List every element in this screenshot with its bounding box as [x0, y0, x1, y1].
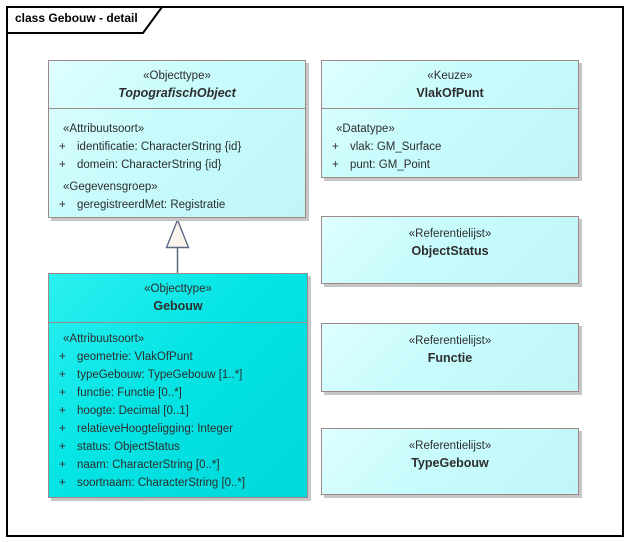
- class-functie[interactable]: «Referentielijst» Functie: [321, 323, 579, 392]
- class-name: TopografischObject: [118, 86, 236, 100]
- visibility-plus-icon: +: [59, 141, 66, 153]
- visibility-plus-icon: +: [59, 441, 66, 453]
- class-typegebouw[interactable]: «Referentielijst» TypeGebouw: [321, 428, 579, 495]
- attribute-row[interactable]: + geometrie: VlakOfPunt: [49, 348, 307, 366]
- attribute-group-label: «Datatype»: [336, 123, 395, 135]
- visibility-plus-icon: +: [59, 351, 66, 363]
- attribute-row[interactable]: + identificatie: CharacterString {id}: [49, 138, 305, 156]
- class-objectstatus[interactable]: «Referentielijst» ObjectStatus: [321, 216, 579, 284]
- attribute-row[interactable]: + status: ObjectStatus: [49, 438, 307, 456]
- attribute-group-label: «Attribuutsoort»: [63, 123, 145, 135]
- attribute-group-label: «Attribuutsoort»: [63, 333, 145, 345]
- attribute-row[interactable]: + naam: CharacterString [0..*]: [49, 456, 307, 474]
- visibility-plus-icon: +: [59, 387, 66, 399]
- class-header: «Objecttype» Gebouw: [49, 274, 307, 323]
- attribute-row[interactable]: + geregistreerdMet: Registratie: [49, 196, 305, 214]
- visibility-plus-icon: +: [59, 405, 66, 417]
- class-name: Gebouw: [153, 299, 203, 313]
- attribute-row[interactable]: + domein: CharacterString {id}: [49, 156, 305, 174]
- class-name: Functie: [427, 351, 473, 365]
- frame-tab-shape: [6, 6, 164, 34]
- class-name: VlakOfPunt: [416, 86, 484, 100]
- attribute-group-label: «Gegevensgroep»: [63, 181, 158, 193]
- class-stereotype: «Objecttype»: [144, 283, 212, 295]
- class-topografischobject[interactable]: «Objecttype» TopografischObject «Attribu…: [48, 60, 306, 218]
- visibility-plus-icon: +: [59, 369, 66, 381]
- generalization-arrow[interactable]: [160, 218, 196, 274]
- diagram-title: class Gebouw - detail: [15, 11, 138, 25]
- generalization-triangle-icon: [165, 218, 190, 249]
- class-header: «Objecttype» TopografischObject: [49, 61, 305, 109]
- class-name: ObjectStatus: [411, 244, 489, 258]
- attribute-row[interactable]: + functie: Functie [0..*]: [49, 384, 307, 402]
- attribute-row[interactable]: + typeGebouw: TypeGebouw [1..*]: [49, 366, 307, 384]
- class-stereotype: «Keuze»: [427, 70, 473, 82]
- class-stereotype: «Referentielijst»: [408, 228, 492, 240]
- visibility-plus-icon: +: [59, 423, 66, 435]
- attributes-compartment: «Datatype» + vlak: GM_Surface + punt: GM…: [322, 109, 578, 174]
- attribute-row[interactable]: + punt: GM_Point: [322, 156, 578, 174]
- attribute-row[interactable]: + hoogte: Decimal [0..1]: [49, 402, 307, 420]
- attributes-compartment: «Attribuutsoort» + geometrie: VlakOfPunt…: [49, 323, 307, 492]
- visibility-plus-icon: +: [59, 477, 66, 489]
- class-header: «Keuze» VlakOfPunt: [322, 61, 578, 109]
- attributes-compartment: «Attribuutsoort» + identificatie: Charac…: [49, 109, 305, 214]
- class-name: TypeGebouw: [411, 456, 489, 470]
- class-gebouw[interactable]: «Objecttype» Gebouw «Attribuutsoort» + g…: [48, 273, 308, 498]
- class-stereotype: «Referentielijst»: [408, 440, 492, 452]
- attribute-row[interactable]: + soortnaam: CharacterString [0..*]: [49, 474, 307, 492]
- attribute-row[interactable]: + relatieveHoogteligging: Integer: [49, 420, 307, 438]
- attribute-row[interactable]: + vlak: GM_Surface: [322, 138, 578, 156]
- visibility-plus-icon: +: [332, 159, 339, 171]
- visibility-plus-icon: +: [332, 141, 339, 153]
- class-stereotype: «Objecttype»: [143, 70, 211, 82]
- class-stereotype: «Referentielijst»: [408, 335, 492, 347]
- visibility-plus-icon: +: [59, 199, 66, 211]
- visibility-plus-icon: +: [59, 459, 66, 471]
- class-vlakofpunt[interactable]: «Keuze» VlakOfPunt «Datatype» + vlak: GM…: [321, 60, 579, 178]
- visibility-plus-icon: +: [59, 159, 66, 171]
